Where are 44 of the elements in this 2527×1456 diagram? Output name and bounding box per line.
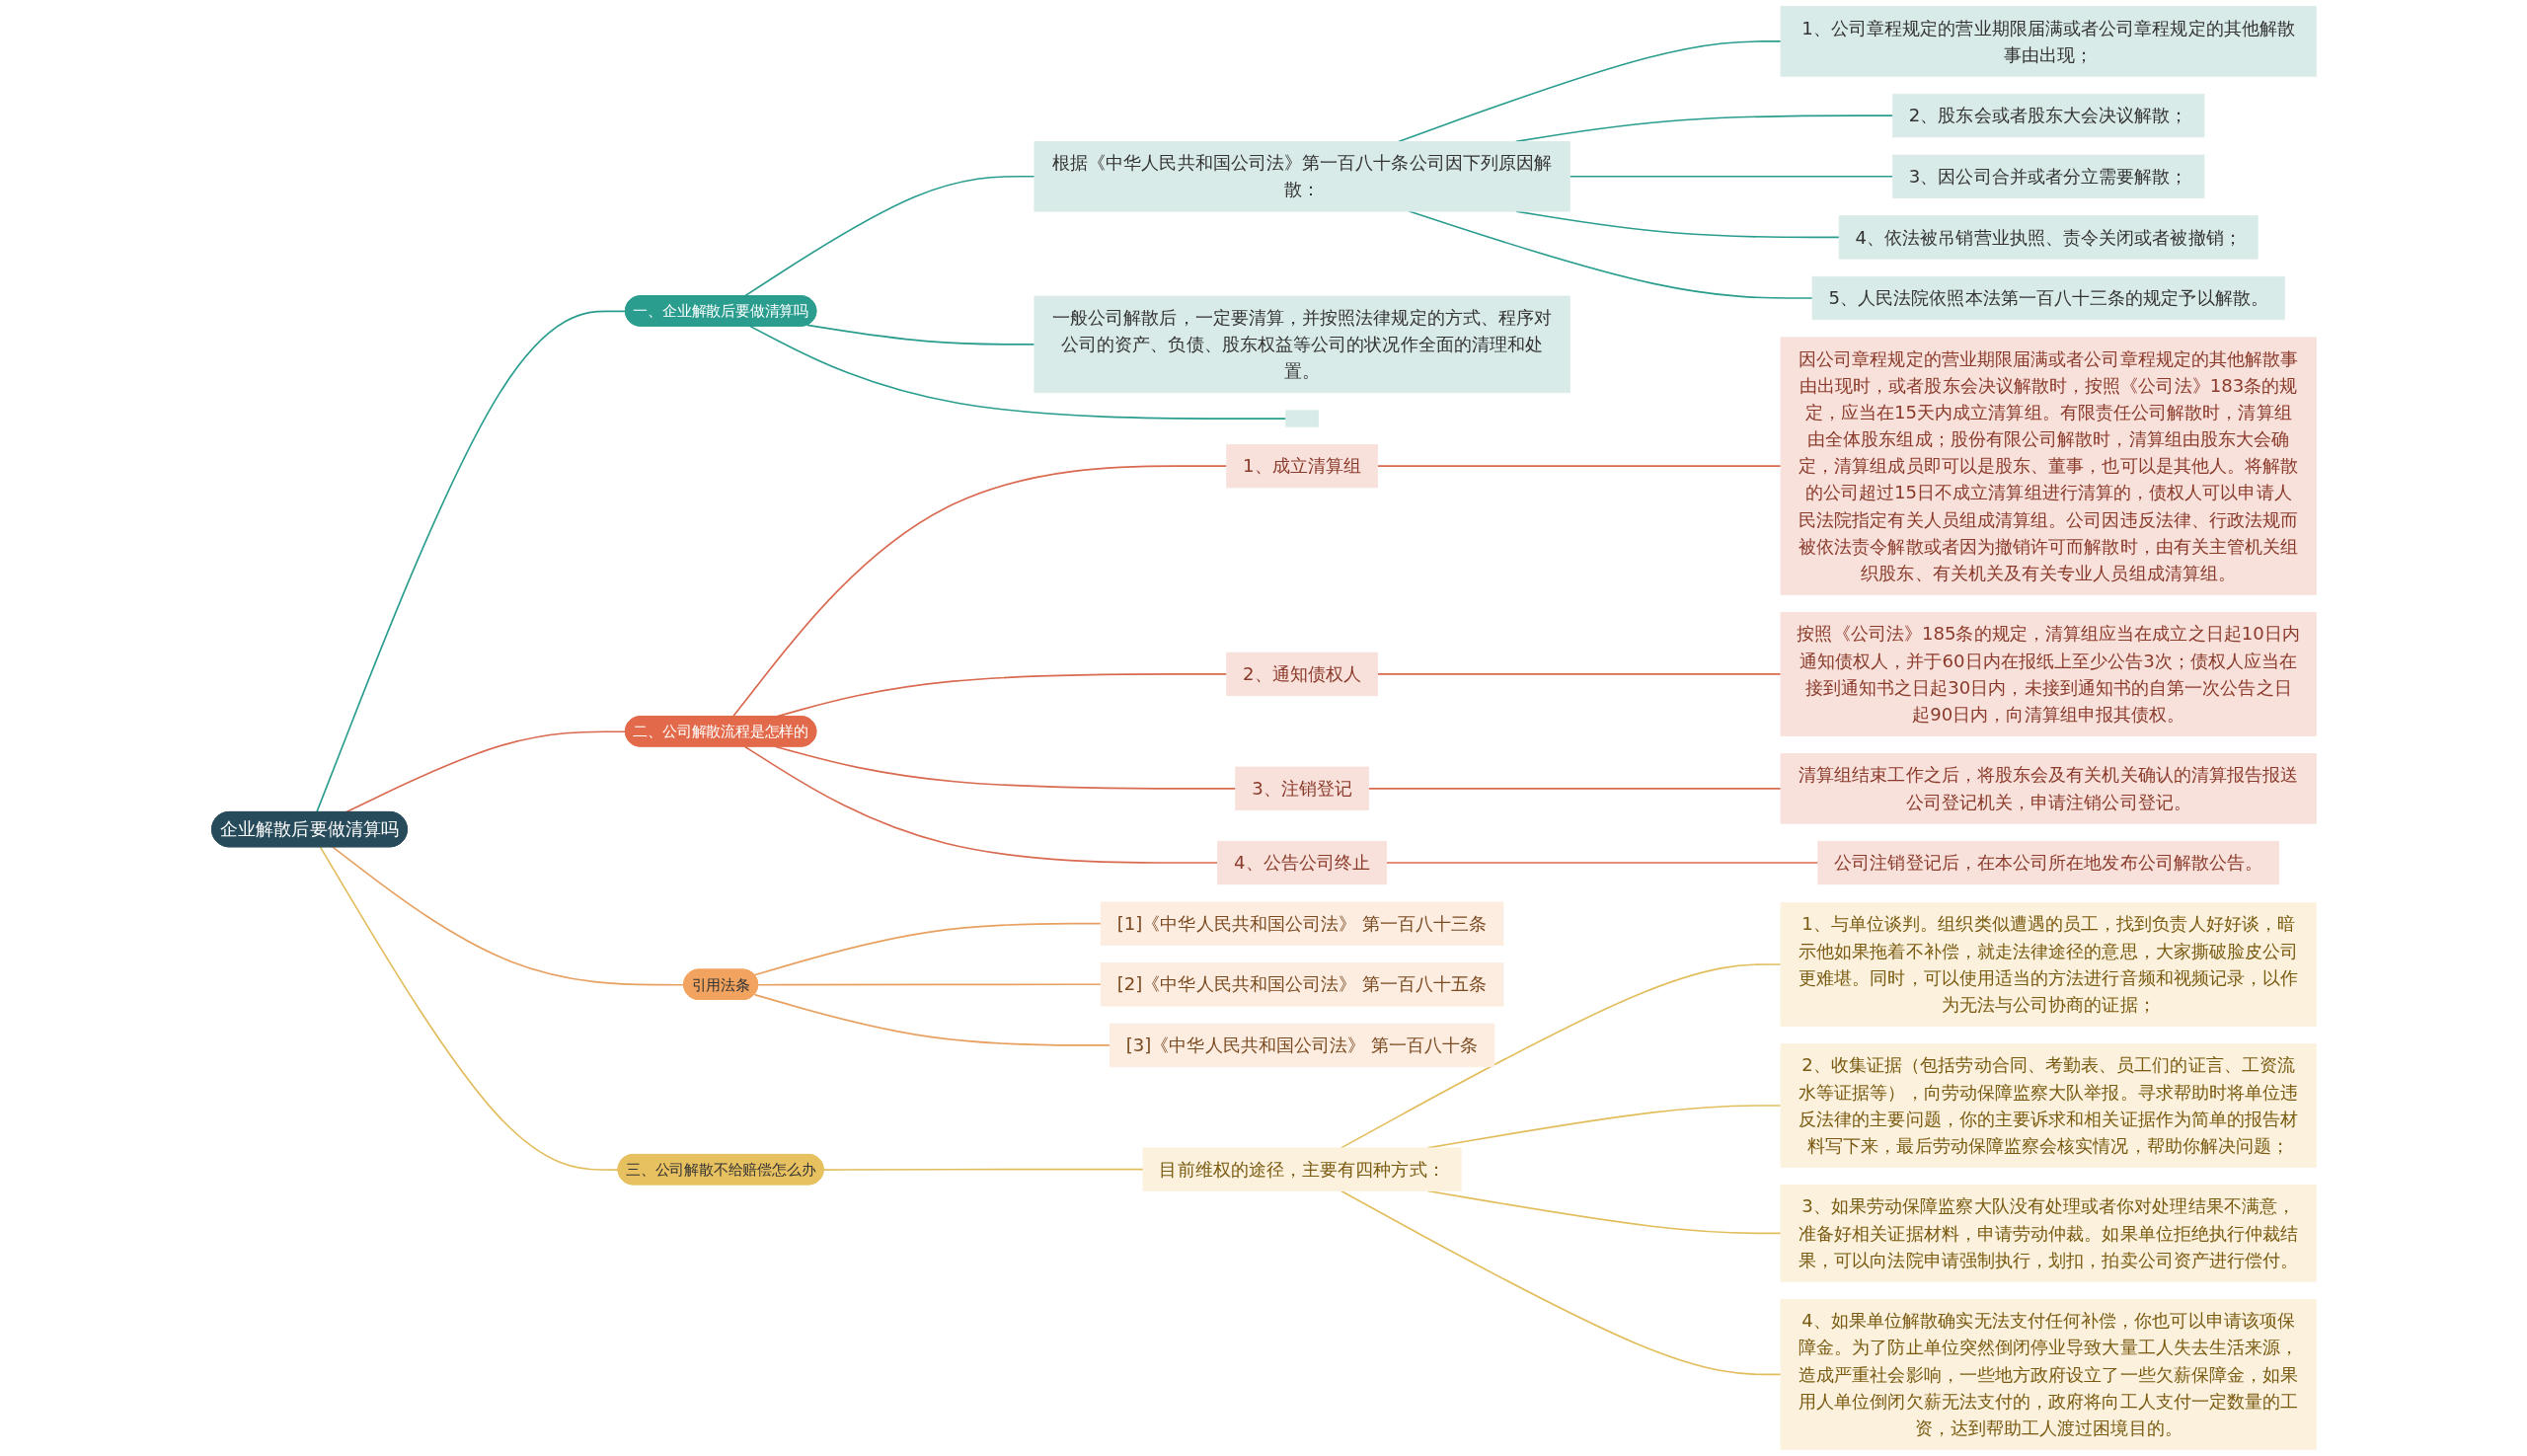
node-box: 因公司章程规定的营业期限届满或者公司章程规定的其他解散事由出现时，或者股东会决议解散时，按照《公司法》183条的规定，应当在15天内成立清算组。有限责任公司解散时，清算组由全体股东组成；股份有限公司解散时，清算组由股东大会确定，清算组成员即可以是股东、董事，也可以是其他人。将解散的公司超过15日不成立清算组进行清算的，债权人可以申请人民法院指定有关人员组成清算组。公司因违反法律、行政法规而被依法责令解散或者因为撤销许可而解散时，由有关主管机关组织股东、有关机关及有关专业人员组成清算组。	[1780, 337, 2317, 595]
node-box: 4、公告公司终止	[1216, 840, 1387, 885]
connector	[331, 846, 685, 986]
node-box: 3、因公司合并或者分立需要解散；	[1891, 154, 2204, 198]
connector	[1397, 40, 1782, 143]
node-box: 4、如果单位解散确实无法支付任何补偿，你也可以申请该项保障金。为了防止单位突然倒闭停业导致大量工人失去生活来源，造成严重社会影响，一些地方政府设立了一些欠薪保障金，如果用人单位倒闭欠薪无法支付的，政府将向工人支付一定数量的工资，达到帮助工人渡过困境目的。	[1780, 1298, 2317, 1450]
connector	[1376, 465, 1782, 467]
connector	[1385, 862, 1819, 864]
node-box: [1]《中华人民共和国公司法》 第一百八十三条	[1100, 901, 1503, 946]
connector	[1569, 175, 1893, 178]
node-box: 4、依法被吊销营业执照、责令关闭或者被撤销；	[1838, 215, 2259, 260]
node-box: 1、成立清算组	[1225, 443, 1378, 489]
connector	[1367, 788, 1782, 790]
connector	[1340, 963, 1782, 1149]
connector	[756, 983, 1102, 986]
node-box: 清算组结束工作之后，将股东会及有关机关确认的清算报告报送公司登记机关，申请注销公司登记。	[1780, 753, 2317, 824]
connector	[731, 465, 1227, 718]
node-box: 2、通知债权人	[1225, 651, 1378, 697]
node-box: 根据《中华人民共和国公司法》第一百八十条公司因下列原因解散：	[1034, 141, 1570, 212]
connector	[319, 846, 619, 1171]
node-box: 2、收集证据（包括劳动合同、考勤表、员工们的证言、工资流水等证据等），向劳动保障监察大队举报。寻求帮助时将单位违反法律的主要问题，你的主要诉求和相关证据作为简单的报告材料写下来，最后劳动保障监察会核实情况，帮助你解决问题；	[1780, 1043, 2317, 1168]
node-box: 2、股东会或者股东大会决议解散；	[1891, 93, 2204, 138]
node-box: 3、注销登记	[1234, 766, 1369, 810]
connector	[753, 922, 1102, 976]
connector	[315, 310, 627, 813]
node-box: 1、公司章程规定的营业期限届满或者公司章程规定的其他解散事由出现；	[1780, 6, 2317, 77]
node-box: 目前维权的途径，主要有四种方式：	[1142, 1147, 1462, 1191]
node-box: 一般公司解散后，一定要清算，并按照法律规定的方式、程序对公司的资产、负债、股东权益等公司的状况作全面的清理和处置。	[1034, 295, 1570, 394]
connector	[822, 1168, 1144, 1171]
connector	[753, 993, 1110, 1046]
node-box: [2]《中华人民共和国公司法》 第一百八十五条	[1100, 962, 1503, 1007]
node-box: 按照《公司法》185条的规定，清算组应当在成立之日起10日内通知债权人，并于60日内在报纸上至少公告3次；债权人应当在接到通知书之日起30日内，未接到通知书的自第一次公告之日起90日内，向清算组申报其债权。	[1780, 612, 2317, 736]
connector	[743, 745, 1218, 864]
node-box: [3]《中华人民共和国公司法》 第一百八十条	[1109, 1023, 1494, 1068]
node-box: 5、人民法院依照本法第一百八十三条的规定予以解散。	[1811, 275, 2285, 321]
node-box: 3、如果劳动保障监察大队没有处理或者你对处理结果不满意，准备好相关证据材料，申请劳动仲裁。如果单位拒绝执行仲裁结果，可以向法院申请强制执行，划扣，拍卖公司资产进行偿付。	[1780, 1185, 2317, 1282]
node-box: 1、与单位谈判。组织类似遭遇的员工，找到负责人好好谈，暗示他如果拖着不补偿，就走法律途径的意思，大家撕破脸皮公司更难堪。同时，可以使用适当的方法进行音频和视频记录，以作为无法与公司协商的证据；	[1780, 902, 2317, 1027]
node-box: 公司注销登记后，在本公司所在地发布公司解散公告。	[1816, 840, 2279, 885]
node-box	[1284, 410, 1319, 427]
connector	[1376, 673, 1782, 675]
connector	[748, 325, 1286, 420]
connector	[1340, 1189, 1782, 1376]
connector	[805, 324, 1035, 345]
connector	[345, 730, 627, 813]
